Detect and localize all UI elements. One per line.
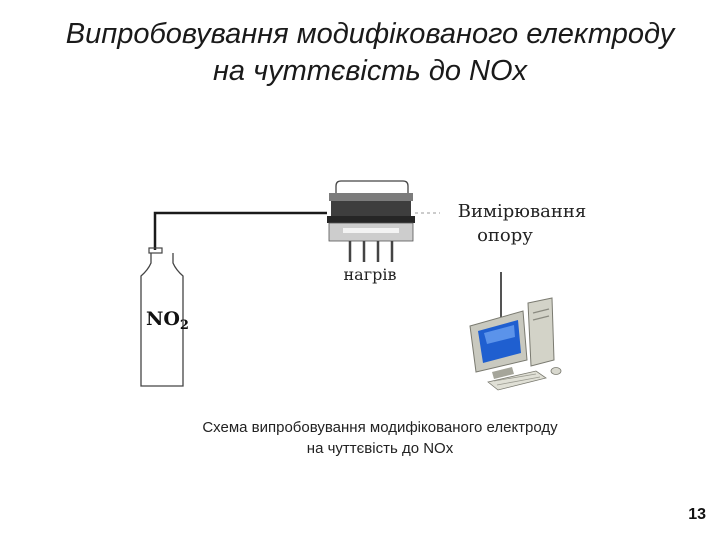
- slide-title-line-1: Випробовування модифікованого електроду: [65, 18, 675, 50]
- measurement-label-line-1: Вимірювання: [458, 201, 586, 222]
- gas-cylinder-label: NO2: [146, 308, 189, 333]
- gas-cylinder: NO2: [140, 247, 189, 387]
- diagram-caption: Схема випробовування модифікованого елек…: [150, 417, 610, 459]
- page-number: 13: [688, 506, 706, 523]
- gas-pipe: [153, 211, 327, 250]
- measurement-label-line-2: опору: [477, 225, 533, 246]
- caption-line-1: Схема випробовування модифікованого елек…: [202, 419, 558, 436]
- computer-icon: [469, 297, 562, 391]
- caption-line-2: на чуттєвість до NOx: [306, 440, 454, 457]
- slide-title-line-2: на чуттєвість до NOx: [212, 55, 528, 87]
- sensor-cell: [327, 180, 440, 262]
- heater-label: нагрів: [344, 265, 397, 284]
- slide-title: Випробовування модифікованого електроду …: [0, 16, 720, 90]
